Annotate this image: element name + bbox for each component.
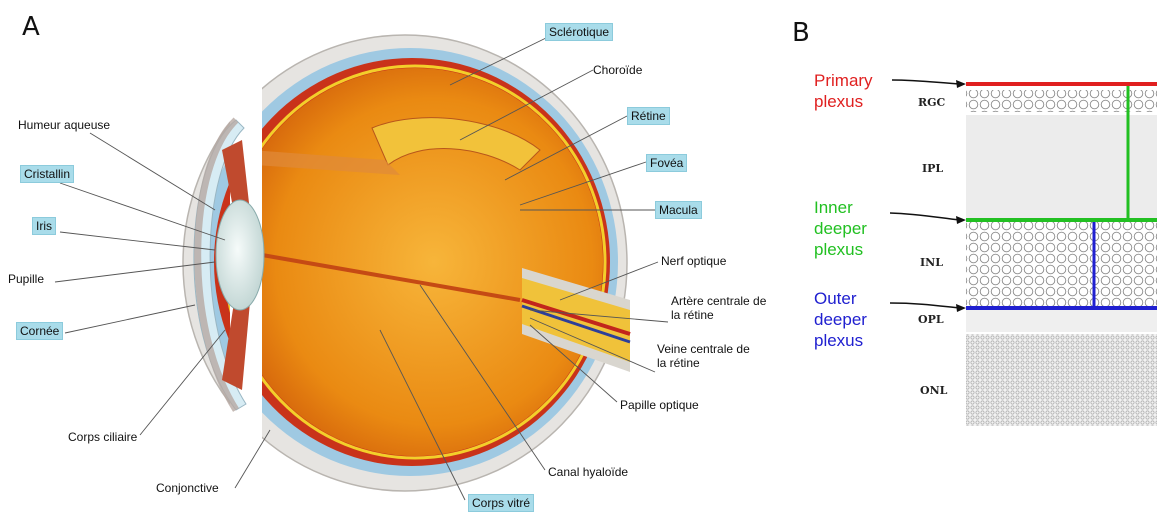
retina-layers-diagram (890, 80, 1157, 426)
label-inl: INL (920, 256, 943, 269)
label-artere: Artère centrale de la rétine (671, 294, 771, 322)
label-veine: Veine centrale de la rétine (657, 342, 757, 370)
label-opl: OPL (918, 313, 944, 326)
label-canal-hyaloide: Canal hyaloïde (548, 465, 628, 479)
label-iris: Iris (32, 217, 56, 235)
primary-arrowhead (956, 80, 966, 88)
lens (216, 200, 264, 310)
label-choroide: Choroïde (593, 63, 642, 77)
inl-layer (966, 222, 1157, 306)
outer-arrow (890, 303, 960, 308)
label-sclerotique: Sclérotique (545, 23, 613, 41)
outer-arrowhead (956, 304, 966, 312)
label-papille: Papille optique (620, 398, 699, 412)
label-humeur-aqueuse: Humeur aqueuse (18, 118, 110, 132)
label-conjonctive: Conjonctive (156, 481, 219, 495)
inner-arrowhead (956, 216, 966, 224)
opl-layer (966, 309, 1157, 332)
label-onl: ONL (920, 384, 947, 397)
label-corps-vitre: Corps vitré (468, 494, 534, 512)
label-fovea: Fovéa (646, 154, 687, 172)
label-outer-deeper-plexus: Outer deeper plexus (814, 288, 884, 351)
label-macula: Macula (655, 201, 702, 219)
label-pupille: Pupille (8, 272, 44, 286)
label-nerf-optique: Nerf optique (661, 254, 726, 268)
label-cristallin: Cristallin (20, 165, 74, 183)
primary-arrow (892, 80, 960, 84)
panel-a-letter: A (22, 12, 40, 42)
inner-arrow (890, 213, 960, 220)
label-inner-deeper-plexus: Inner deeper plexus (814, 197, 884, 260)
label-retine: Rétine (627, 107, 670, 125)
label-corps-ciliaire: Corps ciliaire (68, 430, 137, 444)
label-rgc: RGC (918, 96, 945, 109)
onl-tint (966, 334, 1157, 426)
label-primary-plexus: Primary plexus (814, 70, 894, 112)
panel-b-letter: B (792, 18, 810, 48)
label-ipl: IPL (922, 162, 943, 175)
label-cornee: Cornée (16, 322, 63, 340)
